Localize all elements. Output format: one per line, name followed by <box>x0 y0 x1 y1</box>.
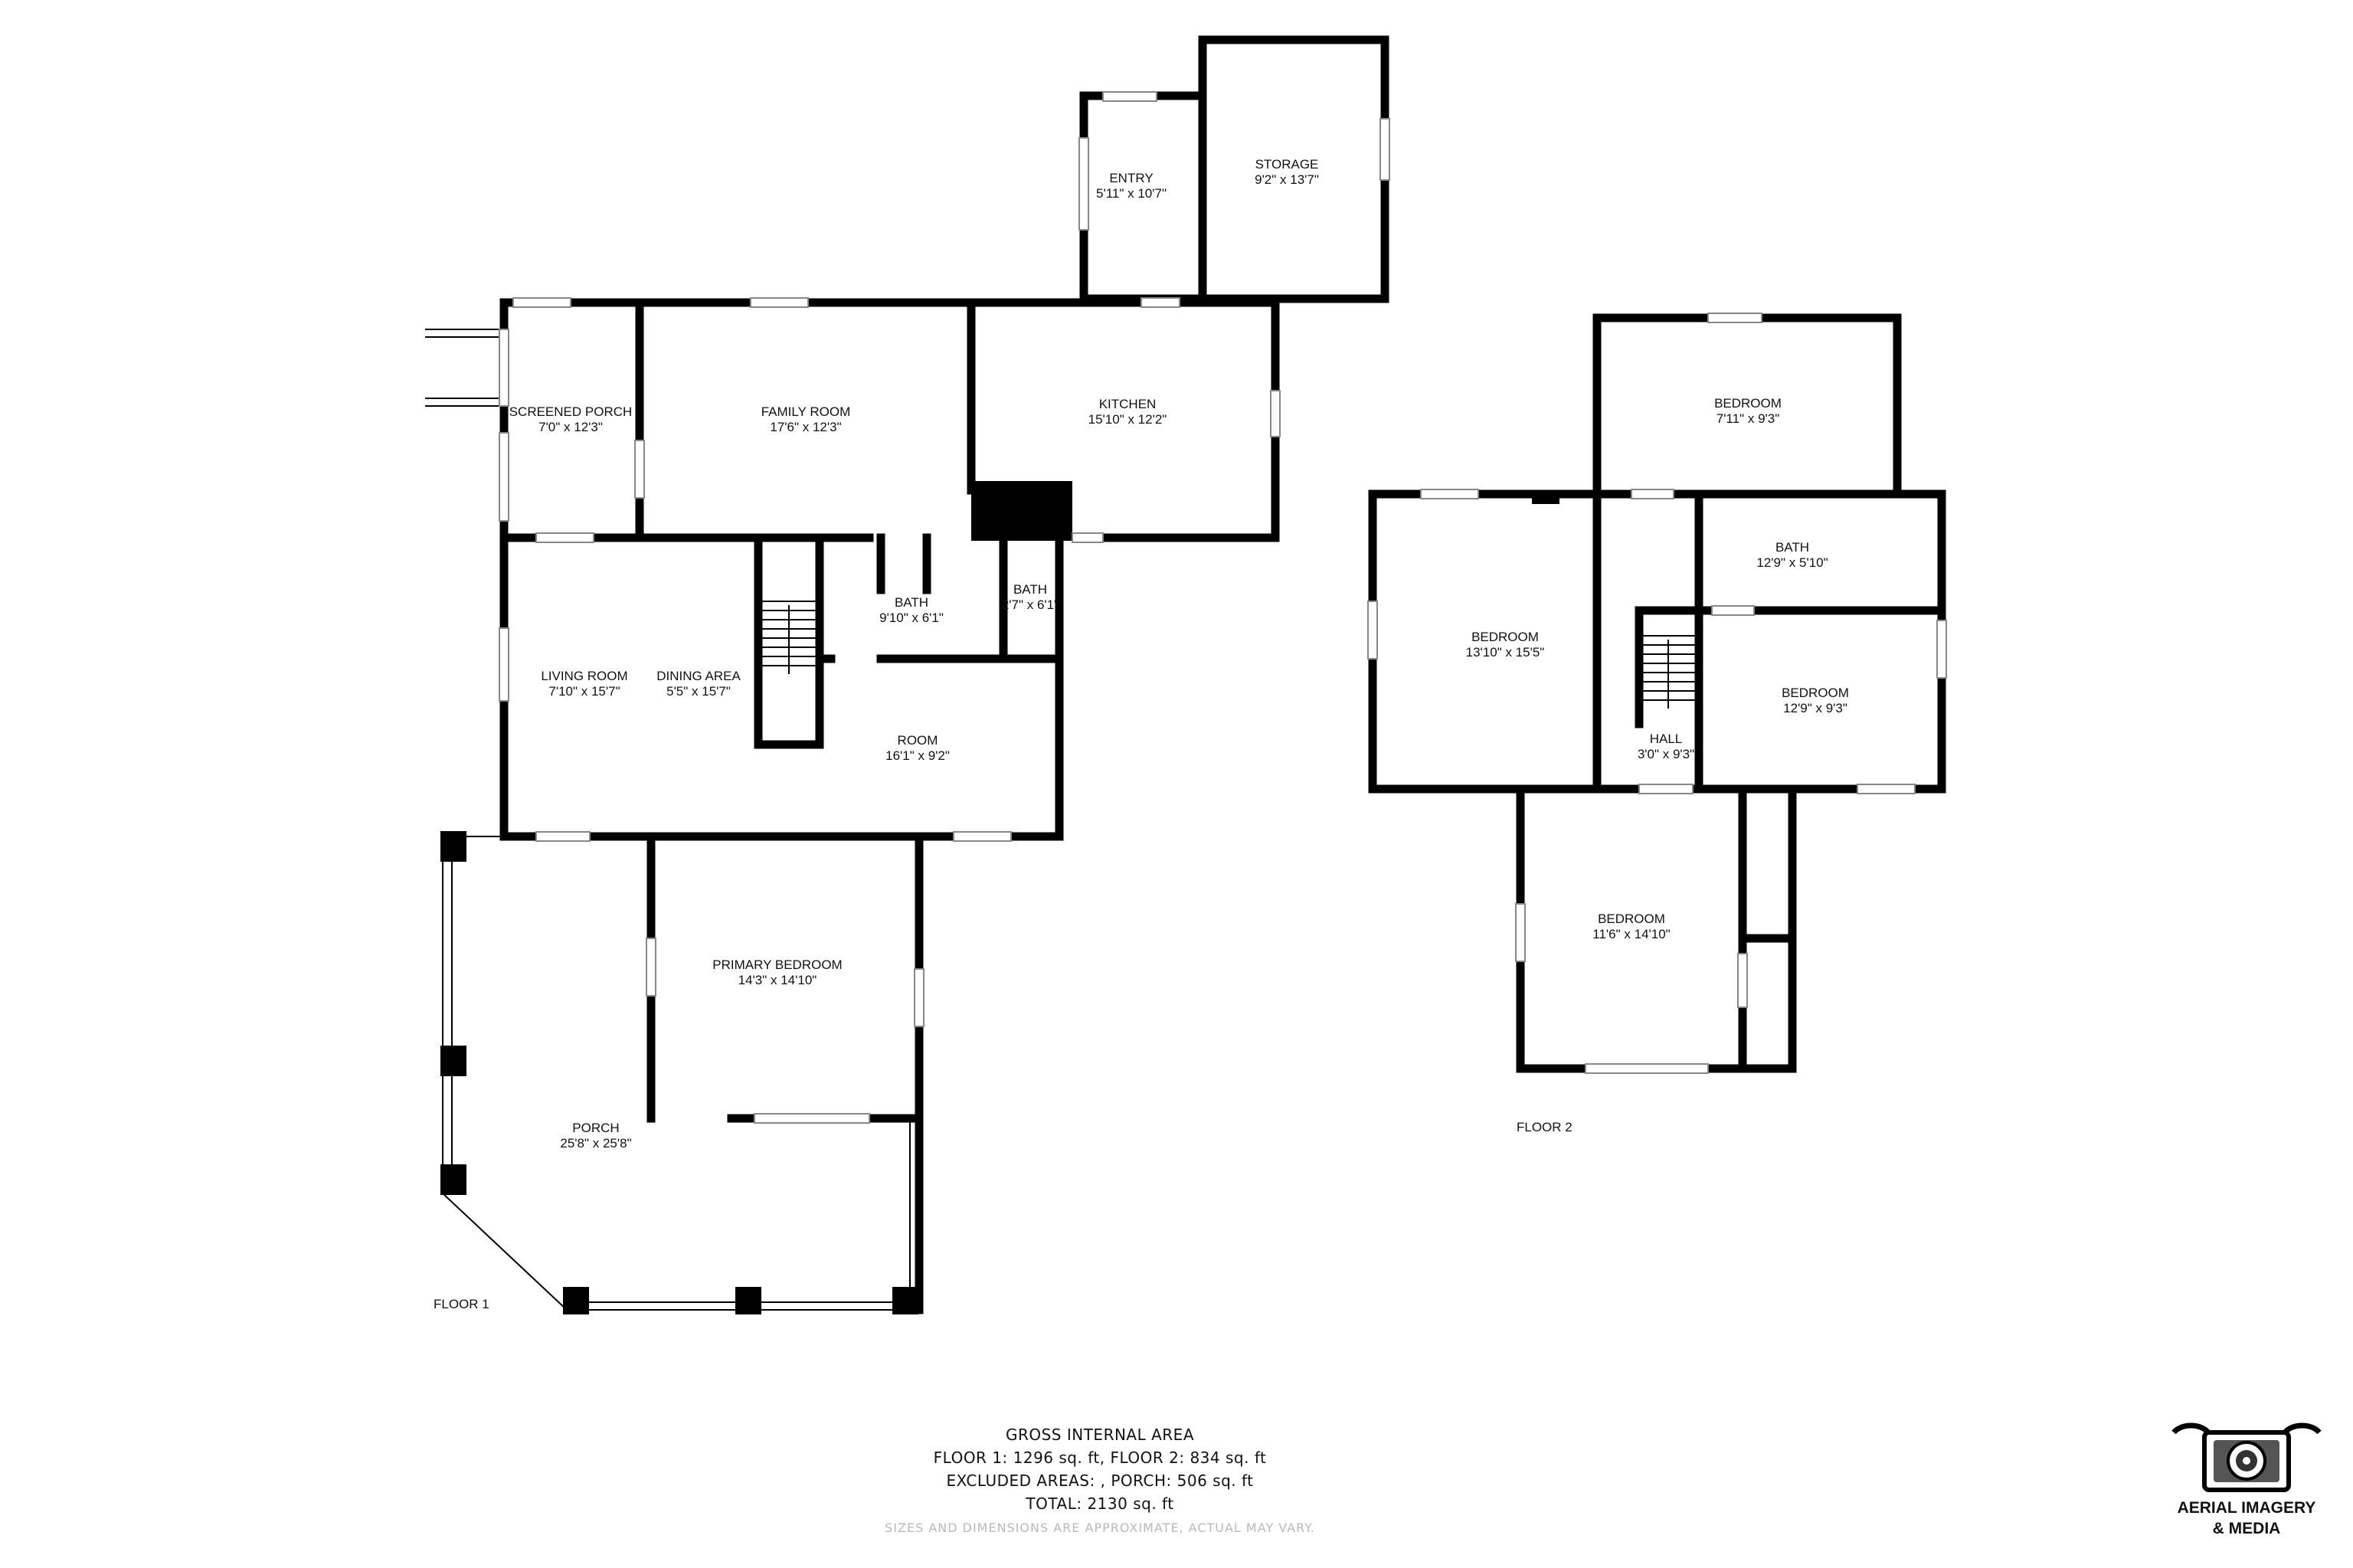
room-name-entry: ENTRY <box>1109 171 1153 185</box>
room-dims-living-room: 7'10" x 15'7" <box>548 684 620 699</box>
room-dims-screened-porch: 7'0" x 12'3" <box>538 420 603 434</box>
summary-title: GROSS INTERNAL AREA <box>1005 1426 1195 1444</box>
svg-text:SCREENED PORCH: SCREENED PORCH <box>509 404 633 419</box>
room-dims-kitchen: 15'10" x 12'2" <box>1088 412 1167 427</box>
room-name-room: ROOM <box>898 733 938 748</box>
svg-text:FLOOR 1: FLOOR 1 <box>434 1297 489 1311</box>
svg-text:ROOM: ROOM <box>898 733 938 748</box>
room-dims-entry: 5'11" x 10'7" <box>1096 186 1167 201</box>
svg-text:12'9" x 5'10": 12'9" x 5'10" <box>1756 555 1828 570</box>
room-dims-family-room: 17'6" x 12'3" <box>770 420 841 434</box>
svg-text:FAMILY ROOM: FAMILY ROOM <box>761 404 851 419</box>
svg-text:BEDROOM: BEDROOM <box>1598 912 1665 926</box>
room-name-kitchen: KITCHEN <box>1099 397 1157 411</box>
svg-text:PRIMARY BEDROOM: PRIMARY BEDROOM <box>712 957 842 972</box>
svg-text:9'2" x 13'7": 9'2" x 13'7" <box>1255 172 1319 187</box>
svg-text:17'6" x 12'3": 17'6" x 12'3" <box>770 420 841 434</box>
svg-text:FLOOR 2: FLOOR 2 <box>1517 1120 1572 1134</box>
room-dims-bedroom-right: 12'9" x 9'3" <box>1783 701 1847 715</box>
svg-text:11'6" x 14'10": 11'6" x 14'10" <box>1592 927 1670 941</box>
room-dims-dining-area: 5'5" x 15'7" <box>666 684 731 699</box>
svg-text:ENTRY: ENTRY <box>1109 171 1153 185</box>
summary-excluded-areas: EXCLUDED AREAS: , PORCH: 506 sq. ft <box>946 1471 1254 1490</box>
company-logo: AERIAL IMAGERY & MEDIA <box>2158 1409 2335 1547</box>
floor-1-label: FLOOR 1 <box>434 1297 489 1311</box>
room-name-family-room: FAMILY ROOM <box>761 404 851 419</box>
room-name-bedroom-right: BEDROOM <box>1782 686 1849 700</box>
room-name-porch: PORCH <box>572 1121 619 1135</box>
svg-text:BATH: BATH <box>895 595 928 610</box>
room-name-bedroom-bottom: BEDROOM <box>1598 912 1665 926</box>
floor-2-label: FLOOR 2 <box>1517 1120 1572 1134</box>
svg-text:BATH: BATH <box>1775 540 1809 555</box>
svg-text:5'11" x 10'7": 5'11" x 10'7" <box>1096 186 1167 201</box>
room-name-bath-f2: BATH <box>1775 540 1809 555</box>
svg-text:BEDROOM: BEDROOM <box>1714 396 1782 411</box>
svg-text:KITCHEN: KITCHEN <box>1099 397 1157 411</box>
floor-2-plan <box>1367 313 1947 1074</box>
logo-text-line1: AERIAL IMAGERY <box>2177 1499 2316 1517</box>
summary-disclaimer: SIZES AND DIMENSIONS ARE APPROXIMATE, AC… <box>885 1521 1315 1535</box>
room-dims-storage: 9'2" x 13'7" <box>1255 172 1319 187</box>
room-name-bath-a: BATH <box>895 595 928 610</box>
svg-text:PORCH: PORCH <box>572 1121 619 1135</box>
room-name-living-room: LIVING ROOM <box>541 669 627 683</box>
room-name-dining-area: DINING AREA <box>656 669 741 683</box>
room-dims-bath-f2: 12'9" x 5'10" <box>1756 555 1828 570</box>
logo-text-line2: & MEDIA <box>2212 1520 2281 1537</box>
room-dims-bedroom-bottom: 11'6" x 14'10" <box>1592 927 1670 941</box>
summary-total: TOTAL: 2130 sq. ft <box>1026 1494 1174 1513</box>
svg-text:BEDROOM: BEDROOM <box>1782 686 1849 700</box>
room-name-screened-porch: SCREENED PORCH <box>509 404 633 419</box>
room-dims-room: 16'1" x 9'2" <box>885 748 950 763</box>
svg-text:3'0" x 9'3": 3'0" x 9'3" <box>1638 747 1694 761</box>
floor-1-plan <box>425 35 1390 1314</box>
room-name-primary-bedroom: PRIMARY BEDROOM <box>712 957 842 972</box>
svg-text:7'11" x 9'3": 7'11" x 9'3" <box>1716 411 1780 426</box>
camera-icon <box>2171 1422 2322 1492</box>
room-name-bedroom-top: BEDROOM <box>1714 396 1782 411</box>
svg-text:16'1" x 9'2": 16'1" x 9'2" <box>885 748 950 763</box>
summary-floor-areas: FLOOR 1: 1296 sq. ft, FLOOR 2: 834 sq. f… <box>933 1449 1267 1467</box>
svg-text:7'0" x 12'3": 7'0" x 12'3" <box>538 420 603 434</box>
area-summary: GROSS INTERNAL AREA FLOOR 1: 1296 sq. ft… <box>870 1423 1330 1540</box>
svg-text:2'7" x 6'1": 2'7" x 6'1" <box>1002 597 1059 612</box>
room-name-storage: STORAGE <box>1255 157 1319 172</box>
svg-text:5'5" x 15'7": 5'5" x 15'7" <box>666 684 731 699</box>
svg-text:STORAGE: STORAGE <box>1255 157 1319 172</box>
svg-text:14'3" x 14'10": 14'3" x 14'10" <box>738 973 817 987</box>
svg-text:BEDROOM: BEDROOM <box>1471 630 1539 644</box>
svg-text:25'8" x 25'8": 25'8" x 25'8" <box>560 1136 631 1151</box>
room-dims-hall: 3'0" x 9'3" <box>1638 747 1694 761</box>
svg-text:9'10" x 6'1": 9'10" x 6'1" <box>879 611 944 625</box>
room-dims-bath-b: 2'7" x 6'1" <box>1002 597 1059 612</box>
room-dims-bedroom-left: 13'10" x 15'5" <box>1466 645 1545 660</box>
room-name-bedroom-left: BEDROOM <box>1471 630 1539 644</box>
svg-text:13'10" x 15'5": 13'10" x 15'5" <box>1466 645 1545 660</box>
svg-text:HALL: HALL <box>1650 732 1683 746</box>
svg-text:LIVING ROOM: LIVING ROOM <box>541 669 627 683</box>
svg-text:15'10" x 12'2": 15'10" x 12'2" <box>1088 412 1167 427</box>
svg-text:BATH: BATH <box>1013 582 1047 597</box>
svg-text:7'10" x 15'7": 7'10" x 15'7" <box>548 684 620 699</box>
room-name-bath-b: BATH <box>1013 582 1047 597</box>
room-dims-bath-a: 9'10" x 6'1" <box>879 611 944 625</box>
room-dims-bedroom-top: 7'11" x 9'3" <box>1716 411 1780 426</box>
svg-text:DINING AREA: DINING AREA <box>656 669 741 683</box>
room-dims-porch: 25'8" x 25'8" <box>560 1136 631 1151</box>
room-dims-primary-bedroom: 14'3" x 14'10" <box>738 973 817 987</box>
room-name-hall: HALL <box>1650 732 1683 746</box>
svg-text:12'9" x 9'3": 12'9" x 9'3" <box>1783 701 1847 715</box>
